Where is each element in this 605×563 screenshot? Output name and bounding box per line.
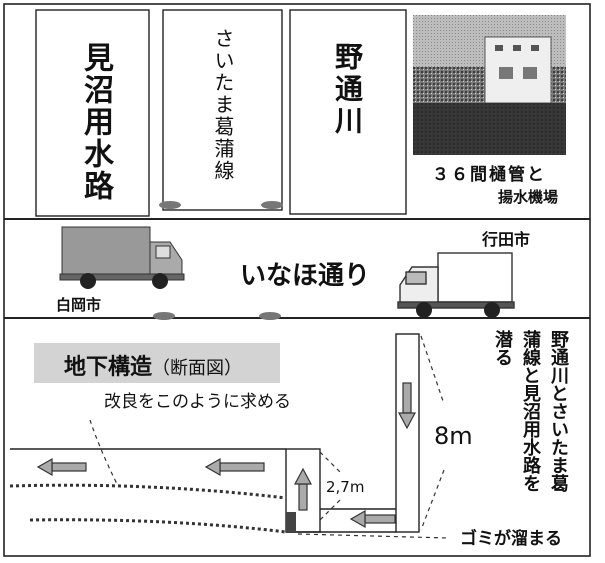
truck-left-wheels [80,273,168,289]
manhole [153,312,175,320]
truck-left [59,226,185,281]
rise-guide-bottom [319,499,341,521]
flow-arrow-left [36,457,87,477]
flow-arrow-down [398,382,416,430]
flow-arrow-left [204,457,265,477]
vertical-shaft [395,333,420,533]
truck-right-wheels [416,302,500,318]
depth-label: 8m [434,422,473,450]
truck-right [397,252,515,309]
dotted-line-lower [29,518,287,534]
photo-caption-line1: ３６間樋管と [432,165,546,185]
channel-box-2 [162,9,283,211]
manhole [159,201,181,209]
pumping-station-photo [413,15,566,155]
flow-arrow-up [294,467,312,511]
manhole [261,201,283,209]
flow-arrow-left [349,509,396,529]
road-name: いなほ通り [240,261,371,291]
channel-box-3 [289,9,407,215]
outer-border [3,3,591,557]
depth-guide-bottom [420,469,445,531]
improvement-note: 改良をこのように求める [104,392,291,412]
rise-label: 2,7m [326,478,365,496]
city-right: 行田市 [482,230,531,249]
photo-caption-line2: 揚水機場 [498,188,559,206]
section-title-main: 地下構造 [64,355,153,380]
channel-label-saitama-line: さいたま葛蒲線 [211,28,235,182]
trash-note: ゴミが溜まる [460,529,562,549]
dotted-line-upper [9,483,287,500]
vertical-note: 野通川とさいたま葛蒲線と見沼用水路を潜る [492,330,569,492]
depth-guide-top [420,335,445,405]
note-pointer [89,419,119,487]
section-title: 地下構造（断面図） [64,349,242,381]
section-title-paren: （断面図） [152,358,243,379]
rising-section [285,448,321,533]
rise-guide-top [319,451,341,473]
channel-label-minuma: 見沼用水路 [78,42,113,202]
channel-label-nodori: 野通川 [331,42,364,138]
section-title-bar [34,343,280,383]
manhole [259,312,281,320]
trash-deposit [286,512,296,532]
city-left: 白岡市 [56,296,102,314]
trash-guide [297,533,449,539]
channel-box-1 [35,9,150,217]
